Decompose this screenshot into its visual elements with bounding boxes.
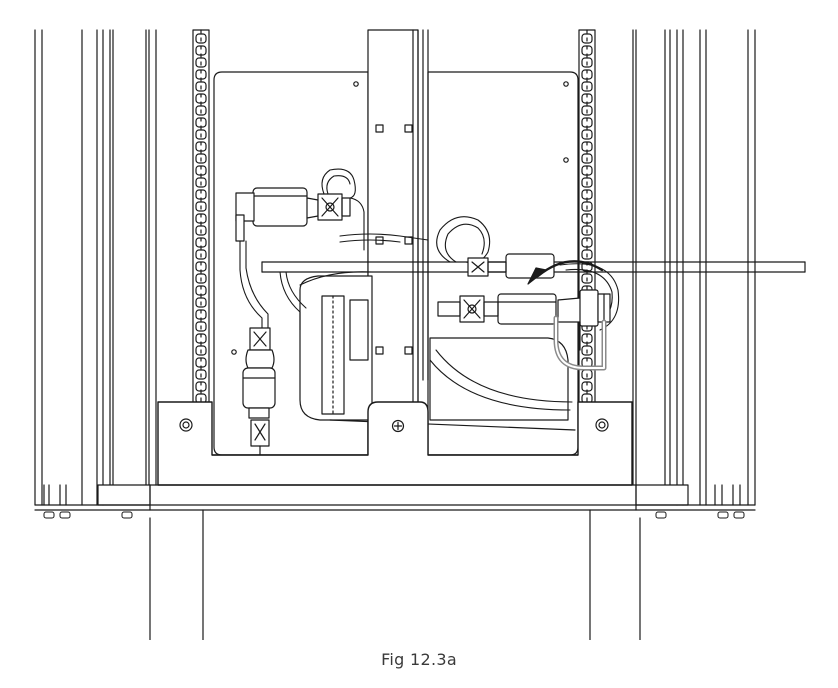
chain-link <box>195 201 207 212</box>
chain-link <box>581 333 593 344</box>
chain-link <box>581 93 593 104</box>
chain-link <box>195 381 207 392</box>
left-frame-extrusion <box>34 29 157 506</box>
chain-link <box>195 261 207 272</box>
chain-link <box>581 249 593 260</box>
chain-link <box>195 45 207 56</box>
chain-link <box>195 117 207 128</box>
chain-link <box>581 105 593 116</box>
gray-tube-assembly <box>553 289 611 371</box>
chain-link <box>195 129 207 140</box>
chain-link <box>195 33 207 44</box>
chain-link <box>581 153 593 164</box>
chain-link <box>195 189 207 200</box>
center-screw <box>391 419 405 433</box>
left-chain <box>192 29 210 456</box>
chain-link <box>581 129 593 140</box>
chain-link <box>581 381 593 392</box>
right-frame-extrusion <box>632 29 756 506</box>
chain-link <box>195 141 207 152</box>
chain-link <box>195 321 207 332</box>
chain-link <box>195 309 207 320</box>
chain-link <box>195 237 207 248</box>
chain-link <box>195 57 207 68</box>
right-chain <box>578 29 596 456</box>
chain-link <box>581 81 593 92</box>
chain-link <box>195 81 207 92</box>
chain-link <box>195 297 207 308</box>
inline-fitting <box>242 327 276 456</box>
chain-link <box>195 165 207 176</box>
tubing-left <box>239 168 365 331</box>
chain-link <box>581 189 593 200</box>
chain-link <box>195 213 207 224</box>
chain-link <box>581 225 593 236</box>
chain-link <box>195 345 207 356</box>
feet <box>43 511 745 519</box>
chain-link <box>195 177 207 188</box>
chain-link <box>195 285 207 296</box>
chain-link <box>195 333 207 344</box>
chain-link <box>581 165 593 176</box>
bracket-bolt <box>595 418 609 432</box>
figure-caption: Fig 12.3a <box>381 650 457 669</box>
technical-drawing <box>34 29 806 646</box>
chain-link <box>581 45 593 56</box>
drawing-svg <box>34 29 806 646</box>
chain-link <box>195 273 207 284</box>
bottom-bracket <box>157 401 633 486</box>
solenoid-valve <box>235 187 351 242</box>
chain-link <box>195 357 207 368</box>
plate-hole <box>231 349 237 355</box>
chain-link <box>581 177 593 188</box>
chain-link <box>581 273 593 284</box>
chain-link <box>195 225 207 236</box>
chain-link <box>195 105 207 116</box>
chain-link <box>581 141 593 152</box>
chain-link <box>195 369 207 380</box>
chain-link <box>581 117 593 128</box>
direction-arrow <box>527 260 604 285</box>
chain-link <box>581 345 593 356</box>
chain-link <box>195 153 207 164</box>
chain-link <box>581 213 593 224</box>
chain-link <box>195 249 207 260</box>
base-plate <box>34 484 756 511</box>
chain-link <box>581 57 593 68</box>
chain-link <box>581 237 593 248</box>
chain-link <box>581 69 593 80</box>
chain-link <box>195 93 207 104</box>
stand-legs <box>149 509 641 646</box>
plate-hole <box>353 81 359 87</box>
chain-link <box>581 33 593 44</box>
chain-link <box>581 201 593 212</box>
bracket-bolt <box>179 418 193 432</box>
chain-link <box>195 69 207 80</box>
plate-hole <box>563 81 569 87</box>
central-post <box>367 29 429 456</box>
plate-hole <box>563 157 569 163</box>
